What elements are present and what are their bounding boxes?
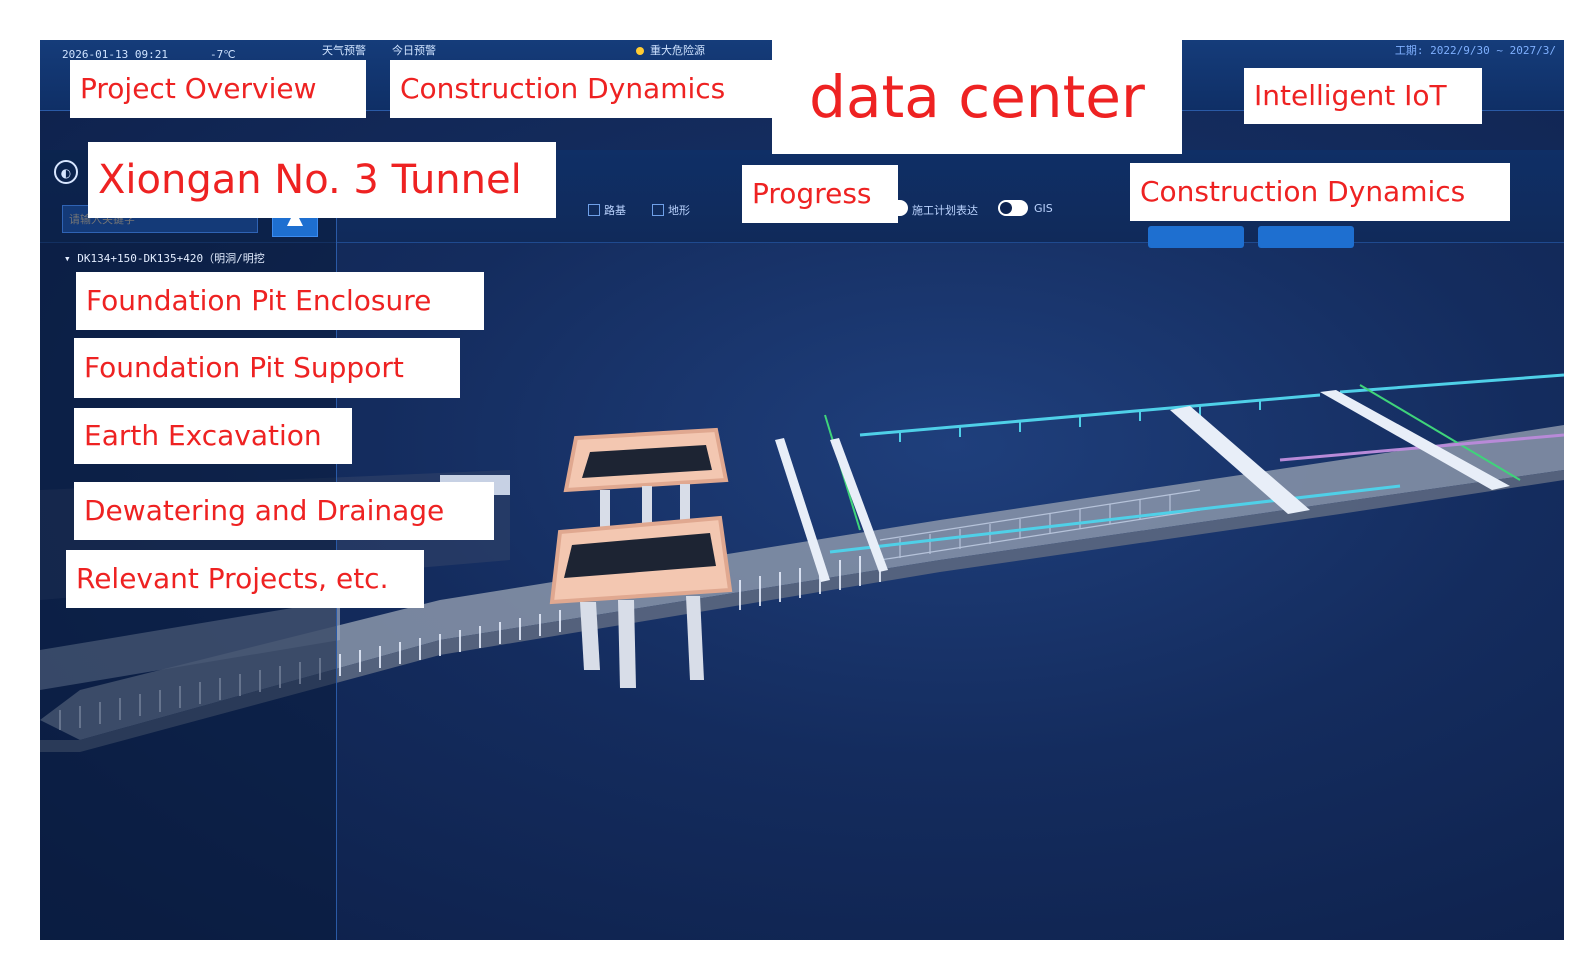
callout-foundation-pit-enclosure: Foundation Pit Enclosure	[76, 272, 484, 330]
callout-construction-dynamics-top: Construction Dynamics	[390, 60, 772, 118]
callout-construction-dynamics-right: Construction Dynamics	[1130, 163, 1510, 221]
tree-root-item[interactable]: ▾ DK134+150-DK135+420（明洞/明挖	[64, 252, 265, 265]
checkbox-icon	[588, 204, 600, 216]
checkbox-terrain[interactable]: 地形	[652, 202, 690, 218]
callout-data-center: data center	[772, 40, 1182, 154]
plan-toggle-label: 施工计划表达	[912, 204, 978, 217]
gis-toggle[interactable]	[998, 200, 1028, 216]
view-tab-button[interactable]	[1148, 226, 1244, 248]
daily-alert-text[interactable]: 今日预警	[392, 44, 436, 57]
checkbox-icon	[652, 204, 664, 216]
collapse-icon[interactable]: ◐	[54, 160, 78, 184]
toggle-knob	[1000, 202, 1012, 214]
checkbox-terrain-label: 地形	[668, 204, 690, 217]
callout-foundation-pit-support: Foundation Pit Support	[74, 338, 460, 398]
hazard-source-text[interactable]: 重大危险源	[650, 44, 705, 57]
schedule-text: 工期: 2022/9/30 ~ 2027/3/	[1394, 44, 1556, 57]
callout-progress: Progress	[742, 165, 898, 223]
callout-dewatering-drainage: Dewatering and Drainage	[74, 482, 494, 540]
checkbox-road[interactable]: 路基	[588, 202, 626, 218]
callout-relevant-projects: Relevant Projects, etc.	[66, 550, 424, 608]
temperature-text: -7℃	[210, 48, 236, 61]
callout-earth-excavation: Earth Excavation	[74, 408, 352, 464]
checkbox-road-label: 路基	[604, 204, 626, 217]
datetime-text: 2026-01-13 09:21	[62, 48, 168, 61]
gis-toggle-label: GIS	[1034, 202, 1053, 215]
left-sidebar: ◐ ▾ DK134+150-DK135+420（明洞/明挖	[40, 150, 337, 940]
sun-icon	[636, 47, 644, 55]
callout-tunnel-name: Xiongan No. 3 Tunnel	[88, 142, 556, 218]
callout-intelligent-iot: Intelligent IoT	[1244, 68, 1482, 124]
weather-warning-text[interactable]: 天气预警	[322, 44, 366, 57]
callout-project-overview: Project Overview	[70, 60, 366, 118]
view-tab-button[interactable]	[1258, 226, 1354, 248]
